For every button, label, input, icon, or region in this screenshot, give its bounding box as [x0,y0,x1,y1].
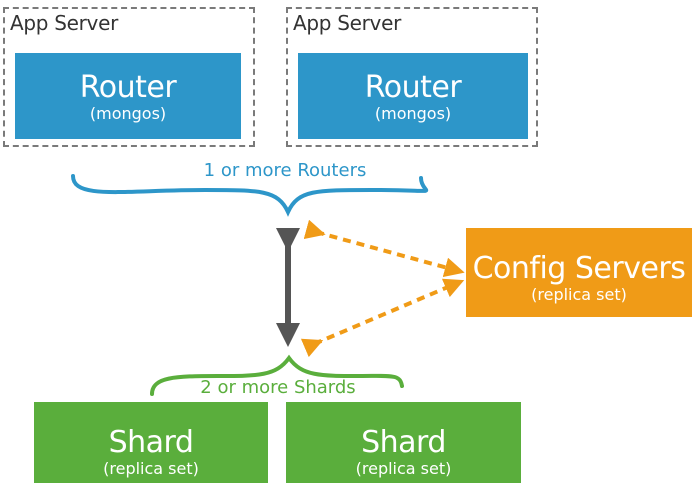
router-1-subtitle: (mongos) [89,104,167,123]
shard-1-subtitle: (replica set) [103,459,199,478]
app-server-1-label: App Server [10,11,119,35]
shards-caption: 2 or more Shards [200,377,356,398]
routers-caption: 1 or more Routers [203,160,367,181]
router-config-arrow [303,219,465,278]
router-1-title: Router [79,70,177,105]
app-server-2: App Server Router (mongos) [286,7,538,147]
shard-1-title: Shard [108,425,194,460]
config-servers-subtitle: (replica set) [531,285,627,304]
config-servers-title: Config Servers [472,251,686,286]
shard-2-subtitle: (replica set) [355,459,452,478]
shard-config-arrow [300,278,465,358]
router-1: Router (mongos) [15,53,241,139]
router-2-subtitle: (mongos) [374,104,452,123]
shard-1: Shard (replica set) [34,402,268,483]
shards-brace [150,354,404,396]
router-2-title: Router [364,70,462,105]
app-server-2-label: App Server [293,11,402,35]
routers-brace [71,174,429,217]
config-servers: Config Servers (replica set) [466,228,692,317]
shard-2: Shard (replica set) [286,402,521,483]
app-server-1: App Server Router (mongos) [3,7,255,147]
router-2: Router (mongos) [298,53,528,139]
shard-2-title: Shard [361,425,446,460]
